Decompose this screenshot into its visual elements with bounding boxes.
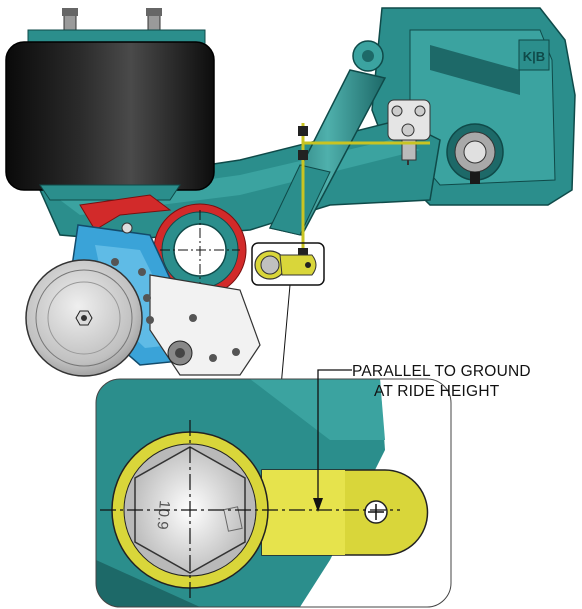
brake-chamber [25, 259, 143, 377]
leveling-valve [387, 99, 431, 165]
red-strap [79, 194, 172, 231]
axle-bushing [153, 203, 247, 297]
valve-linkage [298, 123, 430, 262]
callout-line-1: PARALLEL TO GROUND [352, 363, 531, 380]
detail-view: 10.9 [96, 379, 451, 607]
linkage-eye [254, 250, 317, 280]
detail-view-frame [95, 378, 452, 608]
brake-plate [149, 274, 261, 376]
logo-marking: K|B [518, 39, 550, 71]
svg-text:K|B: K|B [523, 49, 545, 64]
shock-absorber [268, 40, 387, 236]
callout-leader [313, 369, 352, 512]
chamber-studs [111, 258, 154, 324]
nut-marking: 10.9 [153, 500, 172, 531]
callout-line-2: AT RIDE HEIGHT [374, 383, 500, 400]
detail-marker-box [251, 242, 325, 286]
air-spring [5, 8, 215, 201]
